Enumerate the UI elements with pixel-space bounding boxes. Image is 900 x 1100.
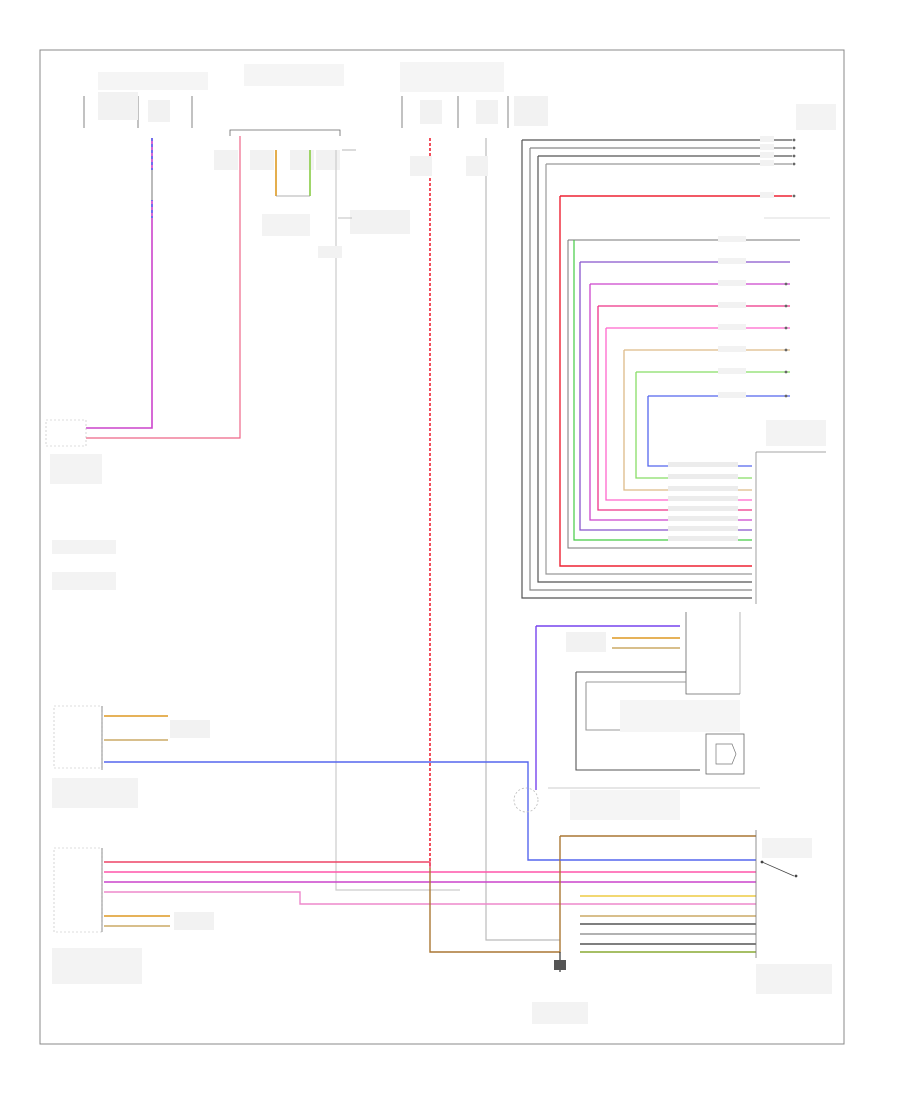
transmission-range-block — [52, 847, 640, 984]
wire-blue-mid — [104, 761, 560, 861]
wire-gray-mid — [335, 150, 460, 891]
ground-symbol — [532, 952, 588, 1024]
diagram-border — [39, 49, 845, 1045]
electronic-module-block — [52, 705, 560, 861]
connector-tags-bundle — [668, 462, 738, 541]
wire-gray-vertical — [485, 138, 560, 941]
wire-label-tags — [718, 136, 774, 398]
wire-pink-left — [86, 136, 241, 439]
range-selector-block — [45, 419, 116, 590]
engine-unit-connector — [214, 64, 356, 170]
splice-circle — [513, 787, 539, 813]
lighting-unit-connector — [83, 72, 208, 128]
sensor-module — [535, 612, 745, 790]
terminal-pins-right — [784, 138, 796, 398]
selector-switch-block — [429, 830, 832, 994]
wire-bundle-right — [521, 139, 800, 599]
wire-violet-left — [86, 138, 153, 429]
fuse-unit-connector — [400, 62, 548, 128]
transmission-module-box — [755, 420, 826, 604]
